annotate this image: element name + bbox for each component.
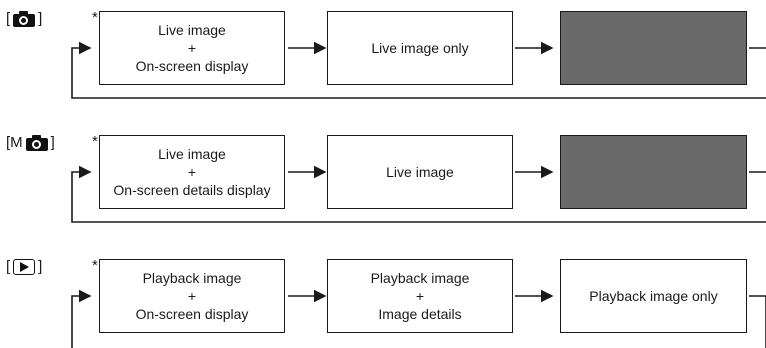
camera-icon xyxy=(25,135,48,151)
box-text: Live image xyxy=(386,164,454,180)
blank-screen-box xyxy=(560,135,747,209)
box-text: + xyxy=(187,40,197,56)
box-text: + xyxy=(415,288,425,304)
state-box: Live image + On-screen display xyxy=(99,11,285,85)
box-text: Playback image only xyxy=(589,288,718,304)
box-text: Live image only xyxy=(371,40,469,56)
state-box: Live image xyxy=(327,135,513,209)
box-text: + xyxy=(187,288,197,304)
box-text: Live image xyxy=(158,22,226,38)
box-text: Playback image xyxy=(370,270,470,286)
box-text: On-screen details display xyxy=(113,182,271,198)
box-text: On-screen display xyxy=(135,58,249,74)
box-text: Live image xyxy=(158,146,226,162)
camera-icon xyxy=(13,11,36,27)
play-icon xyxy=(13,259,36,275)
state-box: Playback image + Image details xyxy=(327,259,513,333)
box-text: On-screen display xyxy=(135,306,249,322)
asterisk-mark: * xyxy=(92,133,98,150)
mode-prefix: M xyxy=(10,134,23,151)
box-text: Playback image xyxy=(142,270,242,286)
mode-label-camera: [] xyxy=(6,10,43,27)
box-text: + xyxy=(187,164,197,180)
blank-screen-box xyxy=(560,11,747,85)
state-box: Live image only xyxy=(327,11,513,85)
state-box: Live image + On-screen details display xyxy=(99,135,285,209)
mode-label-playback: [] xyxy=(6,258,43,275)
asterisk-mark: * xyxy=(92,9,98,26)
box-text: Image details xyxy=(378,306,462,322)
state-box: Playback image + On-screen display xyxy=(99,259,285,333)
mode-label-manual-camera: [M] xyxy=(6,134,55,151)
state-box: Playback image only xyxy=(560,259,747,333)
asterisk-mark: * xyxy=(92,257,98,274)
